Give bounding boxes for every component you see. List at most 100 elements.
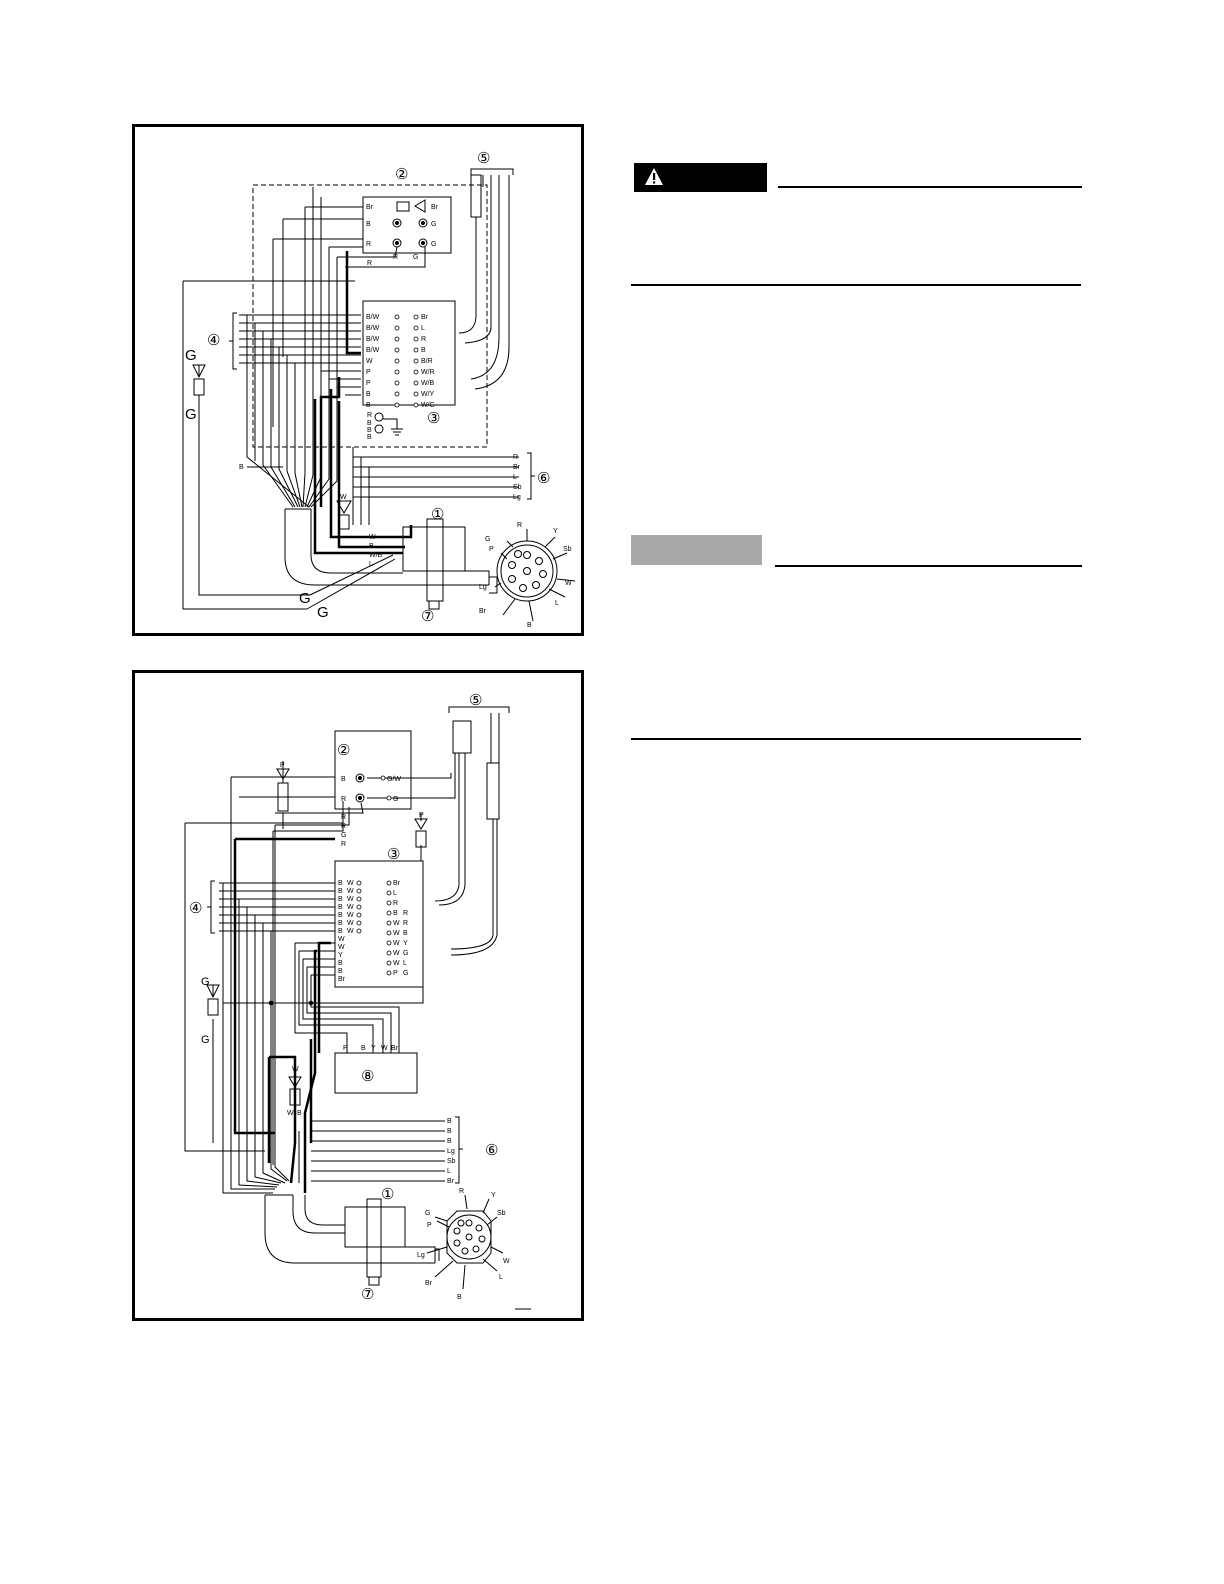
connector-socket-icon bbox=[193, 378, 205, 396]
cable-sleeve bbox=[452, 720, 472, 754]
svg-text:B/R: B/R bbox=[421, 358, 433, 365]
svg-text:W: W bbox=[393, 960, 400, 967]
box3-left-labels: B/W B/W B/W B/W W P P B B bbox=[366, 314, 380, 409]
terminal-label: R bbox=[341, 796, 346, 803]
svg-text:W: W bbox=[347, 880, 354, 887]
terminal-label: G/W bbox=[387, 776, 401, 783]
dashed-panel-outline bbox=[252, 184, 488, 448]
connector-plug-icon bbox=[288, 1076, 302, 1088]
svg-text:Br: Br bbox=[421, 314, 429, 321]
svg-text:B: B bbox=[447, 1128, 452, 1135]
svg-text:W: W bbox=[347, 904, 354, 911]
svg-text:B: B bbox=[421, 347, 426, 354]
svg-text:P: P bbox=[489, 546, 494, 553]
cable-sleeve bbox=[486, 762, 500, 820]
component-box-2 bbox=[334, 730, 412, 810]
connector-socket-icon bbox=[289, 1088, 301, 1106]
terminal-icon bbox=[374, 424, 384, 434]
terminal-label: B bbox=[367, 434, 372, 441]
component-box-8 bbox=[334, 1052, 418, 1094]
svg-text:Br: Br bbox=[479, 608, 487, 615]
svg-text:L: L bbox=[513, 474, 517, 481]
terminal-label: R bbox=[367, 260, 372, 267]
wire-label-g: G bbox=[299, 590, 311, 607]
terminal-label: Br bbox=[366, 204, 374, 211]
wire-label-g: G bbox=[317, 604, 329, 621]
svg-text:P: P bbox=[343, 1045, 348, 1052]
callout-4: ④ bbox=[207, 332, 220, 349]
svg-text:B/W: B/W bbox=[366, 314, 380, 321]
clamp-band bbox=[426, 518, 444, 602]
terminal-icon bbox=[418, 218, 428, 228]
svg-text:W: W bbox=[565, 580, 572, 587]
wire-label: W bbox=[287, 1110, 294, 1117]
svg-text:L: L bbox=[499, 1274, 503, 1281]
svg-text:Y: Y bbox=[403, 940, 408, 947]
note-header-box bbox=[631, 535, 762, 565]
callout-2: ② bbox=[337, 742, 350, 759]
svg-text:L: L bbox=[393, 890, 397, 897]
svg-text:B: B bbox=[338, 912, 343, 919]
component-box-1 bbox=[402, 526, 466, 572]
wire-label: B bbox=[239, 464, 244, 471]
callout-2: ② bbox=[395, 166, 408, 183]
svg-text:G: G bbox=[485, 536, 490, 543]
wire-label-g: G bbox=[185, 406, 197, 423]
callout-3: ③ bbox=[427, 410, 440, 427]
box3-terminal-dots bbox=[394, 314, 419, 408]
wire-label: B bbox=[297, 1110, 302, 1117]
svg-text:B/W: B/W bbox=[366, 347, 380, 354]
fuse-icon bbox=[396, 201, 410, 212]
callout-6: ⑥ bbox=[485, 1142, 498, 1159]
svg-text:Br: Br bbox=[391, 1045, 399, 1052]
svg-text:B: B bbox=[393, 910, 398, 917]
wiring-diagram-top-drawing: ② ⑤ ④ ③ ⑥ ① ⑦ G G G G Br B R Br G G R R … bbox=[182, 150, 576, 629]
connector-plug-icon bbox=[414, 818, 428, 830]
connector-socket-icon bbox=[207, 998, 219, 1016]
svg-text:B: B bbox=[457, 1294, 462, 1301]
svg-text:B: B bbox=[338, 928, 343, 935]
warning-triangle-icon bbox=[645, 168, 663, 185]
callout-5: ⑤ bbox=[469, 692, 482, 709]
svg-text:B: B bbox=[366, 391, 371, 398]
svg-text:W: W bbox=[393, 920, 400, 927]
svg-text:Y: Y bbox=[491, 1192, 496, 1199]
terminal-label: B bbox=[367, 420, 372, 427]
svg-text:W: W bbox=[393, 950, 400, 957]
svg-text:Br: Br bbox=[513, 464, 521, 471]
terminal-label: Br bbox=[431, 204, 439, 211]
wire-group-6 bbox=[353, 456, 519, 498]
svg-text:B: B bbox=[527, 622, 532, 629]
svg-text:P: P bbox=[427, 1222, 432, 1229]
terminal-label: B bbox=[341, 776, 346, 783]
svg-text:W: W bbox=[393, 940, 400, 947]
note-end-rule bbox=[631, 738, 1081, 740]
svg-text:Lg: Lg bbox=[447, 1148, 455, 1155]
terminal-icon bbox=[418, 238, 428, 248]
warning-header-rule bbox=[778, 186, 1082, 188]
cable-sleeve bbox=[470, 174, 482, 218]
connector-plug-icon bbox=[206, 984, 220, 999]
svg-text:Sb: Sb bbox=[513, 484, 522, 491]
svg-text:R: R bbox=[403, 920, 408, 927]
svg-text:B/W: B/W bbox=[366, 325, 380, 332]
svg-text:B: B bbox=[338, 904, 343, 911]
wire-group-4 bbox=[219, 882, 335, 932]
svg-text:G: G bbox=[403, 970, 408, 977]
callout-7: ⑦ bbox=[361, 1286, 374, 1303]
svg-text:W: W bbox=[393, 930, 400, 937]
svg-text:Br: Br bbox=[393, 880, 401, 887]
svg-text:B: B bbox=[369, 543, 374, 550]
svg-text:Sb: Sb bbox=[497, 1210, 506, 1217]
svg-text:R: R bbox=[403, 910, 408, 917]
svg-text:Br: Br bbox=[425, 1280, 433, 1287]
svg-text:L: L bbox=[369, 561, 373, 568]
svg-text:Y: Y bbox=[371, 1045, 376, 1052]
plug-pin-labels: R Y Sb W L B Br Lg P G bbox=[479, 522, 572, 629]
wire-group-6 bbox=[311, 1120, 445, 1182]
svg-text:Lg: Lg bbox=[479, 584, 487, 591]
svg-text:Sb: Sb bbox=[447, 1158, 456, 1165]
box1-wire-labels: W B W/B L bbox=[369, 534, 383, 568]
callout-4: ④ bbox=[189, 900, 202, 917]
svg-text:W/B: W/B bbox=[369, 552, 383, 559]
